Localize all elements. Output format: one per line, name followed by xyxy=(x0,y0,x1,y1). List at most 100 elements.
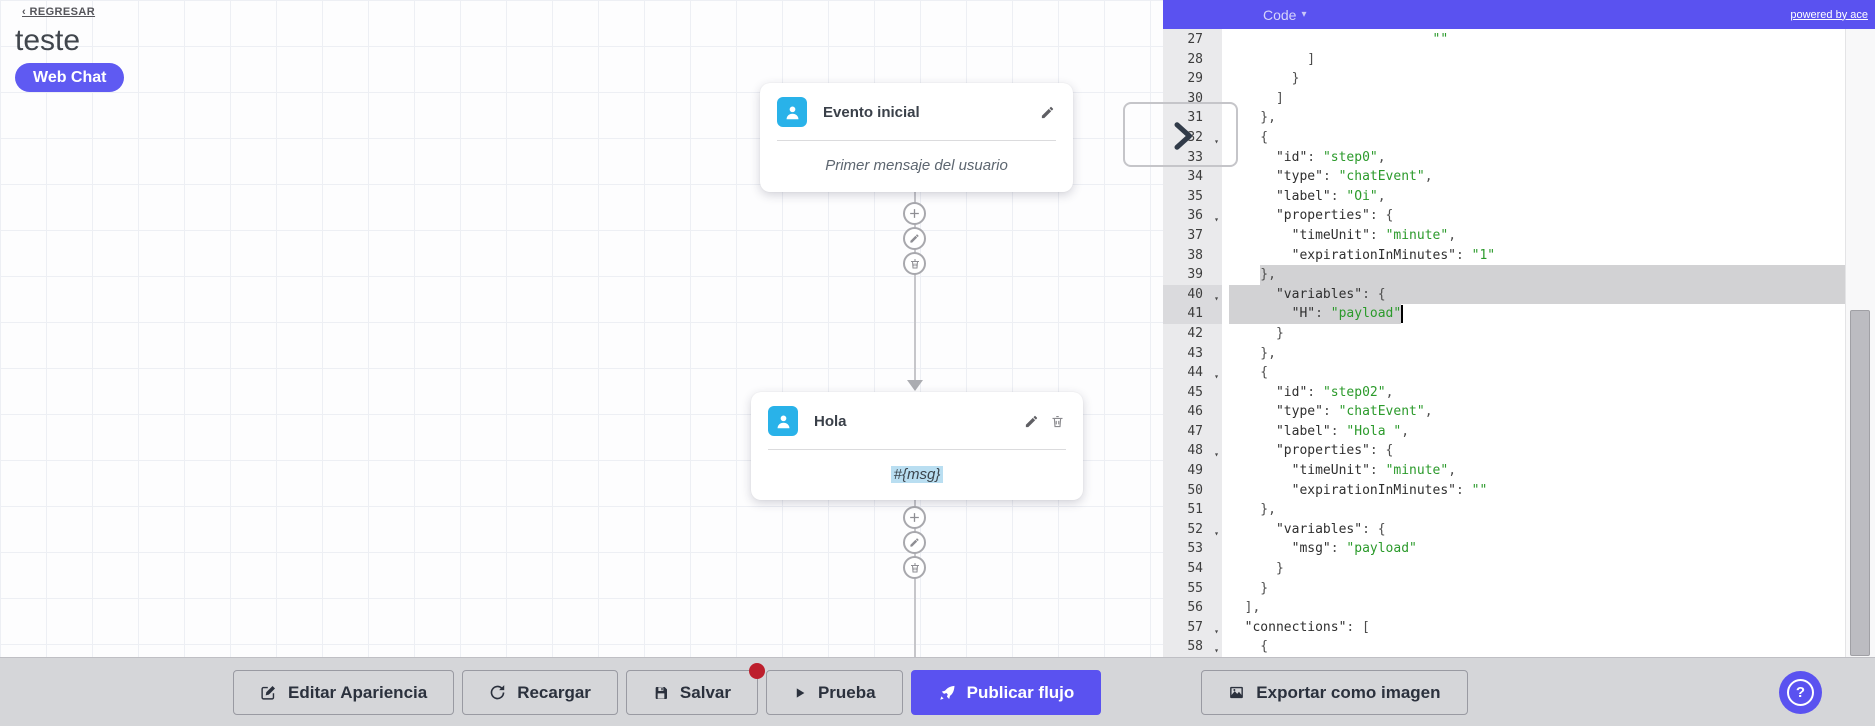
scrollbar-thumb[interactable] xyxy=(1850,310,1870,656)
editor-scrollbar[interactable] xyxy=(1845,29,1875,657)
code-line: ] xyxy=(1229,51,1316,67)
gutter-line-number: 44▾ xyxy=(1163,363,1222,383)
connector-delete-button[interactable] xyxy=(903,556,926,579)
gutter-line-number: 36▾ xyxy=(1163,206,1222,226)
prueba-button[interactable]: Prueba xyxy=(765,670,903,715)
exportar-como-imagen-button[interactable]: Exportar como imagen xyxy=(1201,670,1468,715)
edit-node-button[interactable] xyxy=(1024,414,1039,429)
unsaved-changes-badge xyxy=(748,663,765,679)
fold-toggle-icon[interactable]: ▾ xyxy=(1214,450,1219,460)
code-line: ] xyxy=(1229,90,1284,106)
user-icon xyxy=(777,97,807,127)
save-icon xyxy=(653,685,669,701)
code-line: "label": "Hola ", xyxy=(1275,423,1410,439)
code-mode-label: Code xyxy=(1263,6,1297,23)
gutter-line-number: 58▾ xyxy=(1163,637,1222,657)
code-line: "properties": { xyxy=(1275,443,1394,459)
flow-node-evento-inicial[interactable]: Evento inicial Primer mensaje del usuari… xyxy=(760,83,1073,192)
connector-edit-button[interactable] xyxy=(903,531,926,554)
edit-square-icon xyxy=(260,684,277,701)
connector-edit-button[interactable] xyxy=(903,227,926,250)
gutter-line-number: 50 xyxy=(1187,482,1203,498)
gutter-line-number: 31 xyxy=(1187,110,1203,126)
code-line: "timeUnit": "minute", xyxy=(1291,463,1457,479)
gutter-line-number: 56 xyxy=(1187,600,1203,616)
code-line: "timeUnit": "minute", xyxy=(1291,227,1457,243)
gutter-line-number: 53 xyxy=(1187,541,1203,557)
code-line: }, xyxy=(1222,265,1845,285)
code-line: } xyxy=(1229,71,1300,87)
code-line: { xyxy=(1229,129,1269,145)
selection-highlight xyxy=(1229,284,1845,305)
help-button[interactable]: ? xyxy=(1779,671,1822,714)
connector-add-button[interactable] xyxy=(903,506,926,529)
code-line: "properties": { xyxy=(1275,208,1394,224)
fold-toggle-icon[interactable]: ▾ xyxy=(1214,646,1219,656)
gutter-line-number: 40▾ xyxy=(1163,284,1222,305)
editor-content[interactable]: "" ] } ] }, { "id": "step0", "type": "ch… xyxy=(1222,29,1845,657)
salvar-button[interactable]: Salvar xyxy=(625,663,765,715)
code-line: "" xyxy=(1432,32,1449,47)
gutter-line-number: 54 xyxy=(1187,561,1203,577)
collapse-code-panel-button[interactable] xyxy=(1123,102,1238,167)
code-line: "msg": "payload" xyxy=(1291,541,1417,557)
code-line: "id": "step0", xyxy=(1275,149,1386,165)
powered-by-ace-link[interactable]: powered by ace xyxy=(1790,8,1868,21)
fold-toggle-icon[interactable]: ▾ xyxy=(1214,626,1219,636)
selection-highlight xyxy=(1260,265,1845,285)
button-label: Exportar como imagen xyxy=(1256,682,1441,702)
edit-node-button[interactable] xyxy=(1040,105,1055,120)
code-line: "label": "Oi", xyxy=(1275,188,1386,204)
flow-canvas[interactable]: ‹ REGRESAR teste Web Chat Evento inicial… xyxy=(0,0,1163,657)
fold-toggle-icon[interactable]: ▾ xyxy=(1214,528,1219,538)
code-line: "H": "payload" xyxy=(1222,304,1845,324)
fold-toggle-icon[interactable]: ▾ xyxy=(1214,136,1219,146)
gutter-line-number: 47 xyxy=(1187,423,1203,439)
code-line: } xyxy=(1229,561,1284,577)
connector-add-button[interactable] xyxy=(903,202,926,225)
channel-badge: Web Chat xyxy=(15,63,125,92)
flow-node-hola[interactable]: Hola #{msg} xyxy=(751,392,1083,500)
gutter-line-number: 57▾ xyxy=(1163,618,1222,638)
gutter-line-number: 52▾ xyxy=(1163,520,1222,540)
question-mark-icon: ? xyxy=(1787,679,1814,706)
code-line: "connections": [ xyxy=(1244,619,1370,635)
gutter-line-number: 55 xyxy=(1187,580,1203,596)
code-line: } xyxy=(1229,325,1284,341)
code-line: "type": "chatEvent", xyxy=(1275,169,1433,185)
node-divider xyxy=(777,140,1056,141)
user-icon xyxy=(768,406,798,436)
code-line: }, xyxy=(1229,502,1276,518)
gutter-line-number: 45 xyxy=(1187,384,1203,400)
delete-node-button[interactable] xyxy=(1050,414,1065,429)
connector-line xyxy=(914,192,916,382)
gutter-line-number: 42 xyxy=(1187,325,1203,341)
publicar-flujo-button[interactable]: Publicar flujo xyxy=(910,670,1102,715)
refresh-icon xyxy=(489,684,506,701)
code-line: "expirationInMinutes": "" xyxy=(1291,482,1488,498)
gutter-line-number: 39 xyxy=(1187,267,1203,283)
back-link[interactable]: ‹ REGRESAR xyxy=(22,6,96,18)
fold-toggle-icon[interactable]: ▾ xyxy=(1214,372,1219,382)
code-line: "expirationInMinutes": "1" xyxy=(1291,247,1496,263)
gutter-line-number: 38 xyxy=(1187,247,1203,263)
code-line: }, xyxy=(1229,110,1276,126)
code-mode-dropdown[interactable]: Code ▾ xyxy=(1263,7,1307,23)
fold-toggle-icon[interactable]: ▾ xyxy=(1214,293,1219,303)
connector-delete-button[interactable] xyxy=(903,252,926,275)
gutter-line-number: 43 xyxy=(1187,345,1203,361)
image-icon xyxy=(1228,684,1245,701)
gutter-line-number: 35 xyxy=(1187,188,1203,204)
gutter-line-number: 29 xyxy=(1187,71,1203,87)
page-title: teste xyxy=(15,24,81,57)
rocket-icon xyxy=(938,684,956,702)
fold-toggle-icon[interactable]: ▾ xyxy=(1214,215,1219,225)
editar-apariencia-button[interactable]: Editar Apariencia xyxy=(233,670,455,715)
recargar-button[interactable]: Recargar xyxy=(462,670,618,715)
code-line: "type": "chatEvent", xyxy=(1275,404,1433,420)
gutter-line-number: 37 xyxy=(1187,227,1203,243)
